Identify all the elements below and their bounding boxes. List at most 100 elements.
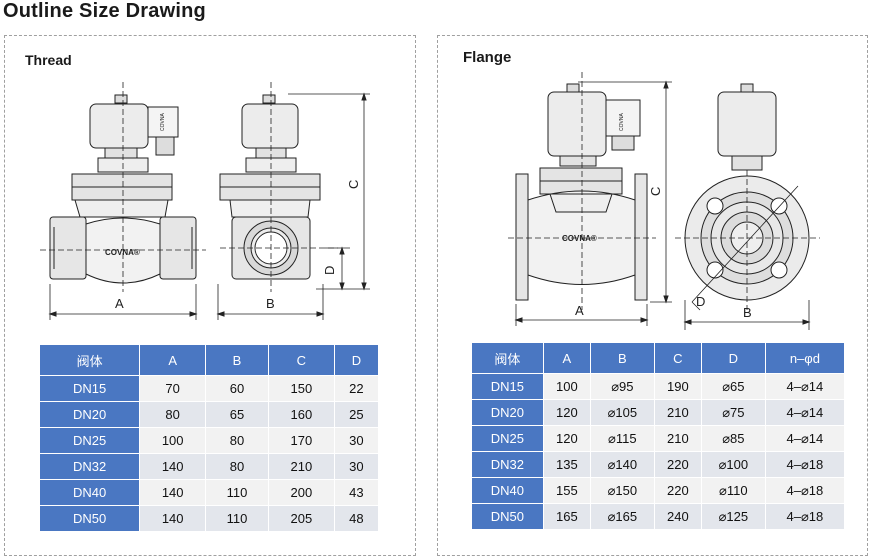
table-row: DN20 80 65 160 25: [40, 402, 378, 427]
table-cell: 170: [268, 428, 334, 453]
table-cell: 220: [654, 478, 701, 503]
table-row: DN50 140 110 205 48: [40, 506, 378, 531]
row-header: DN50: [472, 504, 543, 529]
table-cell: 210: [654, 400, 701, 425]
table-row: DN50 165 ⌀165 240 ⌀125 4–⌀18: [472, 504, 844, 529]
table-cell: 80: [140, 402, 206, 427]
flange-dimension-table: 阀体 A B C D n–φd DN15 100 ⌀95 190 ⌀65 4–⌀…: [471, 342, 845, 530]
thread-dim-a-label: A: [115, 296, 124, 311]
table-cell: 4–⌀14: [765, 374, 844, 399]
table-cell: 100: [543, 374, 590, 399]
table-cell: 4–⌀18: [765, 504, 844, 529]
row-header: DN15: [40, 376, 140, 401]
table-cell: 160: [268, 402, 334, 427]
flange-side-view: [675, 83, 820, 310]
table-row: DN25 100 80 170 30: [40, 428, 378, 453]
table-cell: 140: [140, 506, 206, 531]
table-cell: ⌀110: [701, 478, 765, 503]
column-header: B: [590, 343, 654, 373]
thread-dim-c-label: C: [346, 180, 361, 189]
table-row: DN40 155 ⌀150 220 ⌀110 4–⌀18: [472, 478, 844, 503]
table-cell: ⌀85: [701, 426, 765, 451]
thread-dim-d-label: D: [322, 266, 337, 275]
table-cell: 48: [334, 506, 378, 531]
flange-brand-mark: COVNA®: [562, 234, 597, 243]
flange-panel: Flange: [437, 35, 868, 556]
table-cell: 80: [206, 454, 268, 479]
row-header: DN20: [472, 400, 543, 425]
table-cell: 25: [334, 402, 378, 427]
table-cell: ⌀105: [590, 400, 654, 425]
table-cell: ⌀165: [590, 504, 654, 529]
table-cell: 43: [334, 480, 378, 505]
table-cell: ⌀150: [590, 478, 654, 503]
flange-coil-mark: COVNA: [619, 113, 625, 131]
table-row: DN25 120 ⌀115 210 ⌀85 4–⌀14: [472, 426, 844, 451]
column-header: n–φd: [765, 343, 844, 373]
table-cell: 240: [654, 504, 701, 529]
thread-panel: Thread: [4, 35, 416, 556]
table-cell: 210: [654, 426, 701, 451]
table-cell: 65: [206, 402, 268, 427]
row-header: DN25: [40, 428, 140, 453]
table-cell: ⌀65: [701, 374, 765, 399]
column-header: C: [268, 345, 334, 375]
table-row: DN15 100 ⌀95 190 ⌀65 4–⌀14: [472, 374, 844, 399]
column-header: C: [654, 343, 701, 373]
table-cell: 30: [334, 454, 378, 479]
column-header: D: [701, 343, 765, 373]
table-row: DN32 135 ⌀140 220 ⌀100 4–⌀18: [472, 452, 844, 477]
thread-dim-b-label: B: [266, 296, 275, 311]
row-header: DN40: [40, 480, 140, 505]
thread-front-view: [40, 82, 206, 292]
table-cell: 100: [140, 428, 206, 453]
table-cell: 120: [543, 400, 590, 425]
table-header-row: 阀体 A B C D: [40, 345, 378, 375]
thread-panel-title: Thread: [25, 52, 72, 68]
row-header: DN25: [472, 426, 543, 451]
table-cell: 110: [206, 506, 268, 531]
table-cell: 4–⌀18: [765, 452, 844, 477]
table-cell: 135: [543, 452, 590, 477]
column-header: A: [543, 343, 590, 373]
table-cell: 70: [140, 376, 206, 401]
table-cell: 4–⌀14: [765, 426, 844, 451]
table-cell: ⌀140: [590, 452, 654, 477]
table-cell: 60: [206, 376, 268, 401]
flange-front-view: [508, 72, 656, 310]
table-row: DN20 120 ⌀105 210 ⌀75 4–⌀14: [472, 400, 844, 425]
table-cell: 4–⌀14: [765, 400, 844, 425]
page-title: Outline Size Drawing: [3, 0, 206, 22]
table-cell: 140: [140, 454, 206, 479]
table-cell: 155: [543, 478, 590, 503]
row-header: DN50: [40, 506, 140, 531]
table-cell: 110: [206, 480, 268, 505]
column-header: B: [206, 345, 268, 375]
thread-brand-mark: COVNA®: [105, 248, 140, 257]
column-header: A: [140, 345, 206, 375]
table-cell: ⌀115: [590, 426, 654, 451]
table-cell: 190: [654, 374, 701, 399]
thread-dimension-table: 阀体 A B C D DN15 70 60 150 22 DN20 80 65 …: [39, 344, 379, 532]
table-cell: 165: [543, 504, 590, 529]
table-cell: 205: [268, 506, 334, 531]
table-cell: 22: [334, 376, 378, 401]
table-cell: 80: [206, 428, 268, 453]
table-cell: 210: [268, 454, 334, 479]
table-cell: ⌀125: [701, 504, 765, 529]
table-cell: 200: [268, 480, 334, 505]
flange-dim-b-label: B: [743, 305, 752, 320]
row-header: DN15: [472, 374, 543, 399]
table-cell: 120: [543, 426, 590, 451]
table-cell: 140: [140, 480, 206, 505]
row-header: DN20: [40, 402, 140, 427]
column-header: D: [334, 345, 378, 375]
column-header: 阀体: [40, 345, 140, 375]
flange-dim-d-label: D: [696, 294, 705, 309]
thread-valve-drawing: COVNA® COVNA A B: [40, 82, 370, 320]
table-cell: 30: [334, 428, 378, 453]
row-header: DN32: [40, 454, 140, 479]
table-cell: ⌀75: [701, 400, 765, 425]
row-header: DN40: [472, 478, 543, 503]
flange-panel-title: Flange: [463, 49, 512, 66]
